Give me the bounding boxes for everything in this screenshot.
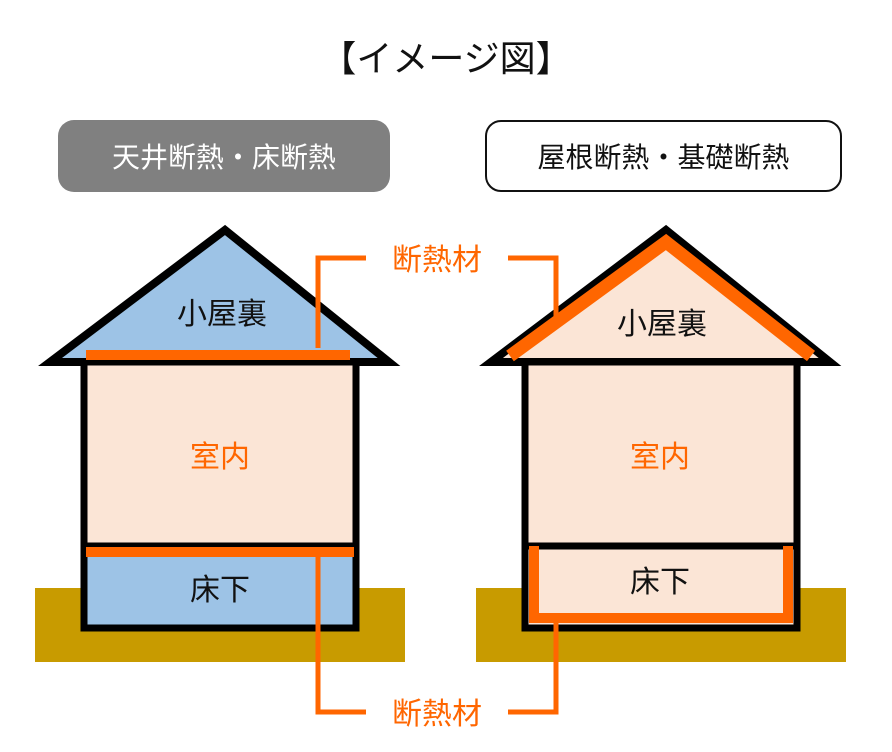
right-underfloor-label: 床下 (630, 565, 690, 600)
insulation-label-bottom: 断熱材 (392, 697, 482, 732)
left-underfloor-space (80, 542, 360, 632)
page-title: 【イメージ図】 (320, 39, 572, 80)
left-roof (38, 224, 401, 366)
right-interior-label: 室内 (630, 440, 690, 475)
left-method-text: 天井断熱・床断熱 (111, 141, 336, 174)
bottom-callout-leader-right (508, 622, 559, 715)
right-house: 小屋裏 室内 床下 (476, 224, 846, 662)
left-underfloor-label: 床下 (190, 573, 250, 608)
left-interior-label: 室内 (190, 440, 250, 475)
left-attic-label: 小屋裏 (177, 297, 267, 332)
right-interior-space (521, 358, 801, 550)
top-callout-leader-right (508, 255, 559, 318)
top-callout-leader-left (315, 255, 366, 348)
left-method-label: 天井断熱・床断熱 (58, 120, 390, 192)
insulation-label-top: 断熱材 (392, 243, 482, 278)
right-method-label: 屋根断熱・基礎断熱 (485, 120, 842, 192)
right-roof-insulation (506, 233, 816, 362)
top-callout: 断熱材 (315, 243, 559, 348)
bottom-callout: 断熱材 (315, 556, 559, 732)
right-method-text: 屋根断熱・基礎断熱 (537, 141, 790, 174)
right-attic-label: 小屋裏 (617, 307, 707, 342)
left-interior-space (80, 358, 360, 550)
right-foundation-insulation (529, 546, 793, 623)
bottom-callout-leader-left (315, 556, 366, 715)
left-house: 小屋裏 室内 床下 (35, 224, 405, 662)
